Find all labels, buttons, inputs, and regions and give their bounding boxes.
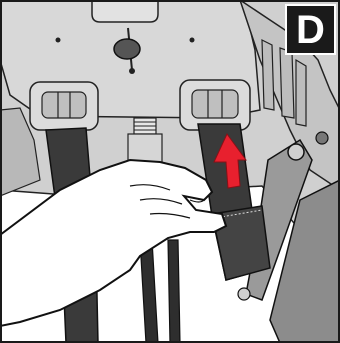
side-rib-1 (262, 40, 274, 110)
top-recess (92, 0, 158, 22)
side-rib-3 (296, 60, 306, 126)
arm-pivot (288, 144, 304, 160)
rivet-left (56, 38, 61, 43)
arm-lower-pivot (238, 288, 250, 300)
step-label: D (296, 10, 325, 50)
buckle-slot-icon (30, 82, 98, 130)
crotch-strap-b (168, 240, 180, 343)
rivet-right (190, 38, 195, 43)
step-badge: D (285, 4, 336, 55)
side-bolt (316, 132, 328, 144)
buckle-slot-right (180, 80, 250, 130)
side-rib-2 (280, 48, 294, 118)
